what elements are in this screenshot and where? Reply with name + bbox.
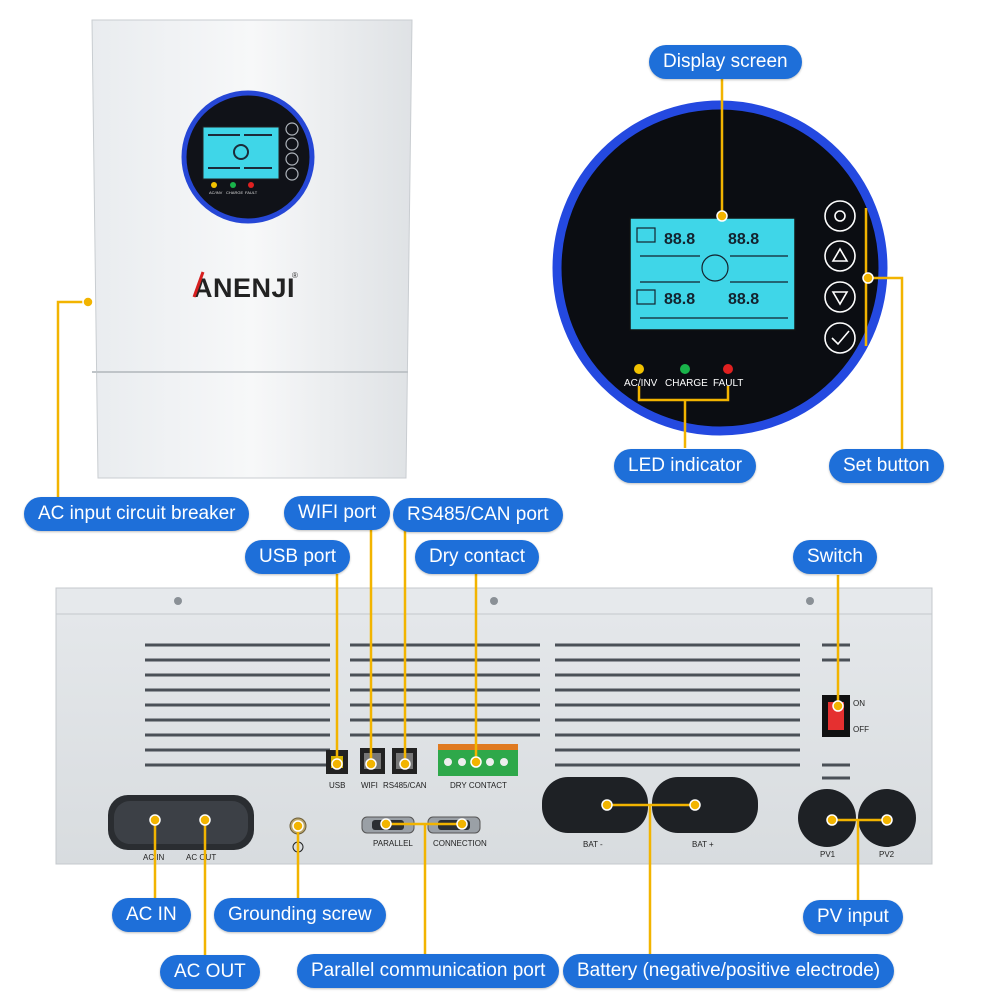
callout-set-button: Set button: [829, 449, 944, 483]
callout-pv-input: PV input: [803, 900, 903, 934]
label-ac-out: AC OUT: [186, 853, 216, 862]
label-bat-plus: BAT +: [692, 840, 714, 849]
svg-text:88.8: 88.8: [664, 291, 695, 308]
inverter-front: AC/INV CHARGE FAULT ANENJI ®: [91, 19, 413, 479]
callout-ac-out: AC OUT: [160, 955, 260, 989]
callout-grounding-screw: Grounding screw: [214, 898, 386, 932]
brand-registered-mark: ®: [292, 271, 298, 280]
label-bat-minus: BAT -: [583, 840, 603, 849]
callout-usb-port: USB port: [245, 540, 351, 574]
callout-display-screen: Display screen: [649, 45, 802, 79]
inverter-rear: USB WIFI RS485/CAN DRY CONTACT ON OFF AC…: [55, 587, 933, 865]
svg-text:88.8: 88.8: [728, 231, 759, 248]
led-label-fault: FAULT: [713, 378, 743, 389]
label-on: ON: [853, 699, 865, 708]
leader-dots: [82, 210, 893, 832]
callout-led-indicator: LED indicator: [614, 449, 757, 483]
callout-dry-contact: Dry contact: [415, 540, 540, 574]
front-led-fault: FAULT: [245, 190, 258, 195]
led-label-charge: CHARGE: [665, 378, 708, 389]
gear-icon: [824, 200, 856, 232]
callout-parallel-port: Parallel communication port: [297, 954, 560, 988]
brand-logo: ANENJI: [193, 273, 295, 303]
battery-positive-grommet: [652, 777, 758, 833]
display-closeup: 88.8 88.8 88.8 88.8: [551, 99, 889, 437]
led-label-ac-inv: AC/INV: [624, 378, 658, 389]
down-arrow-icon: [824, 281, 856, 313]
callout-battery: Battery (negative/positive electrode): [563, 954, 895, 988]
label-parallel: PARALLEL: [373, 839, 413, 848]
callout-ac-input-breaker: AC input circuit breaker: [24, 497, 250, 531]
svg-text:88.8: 88.8: [728, 291, 759, 308]
front-led-charge: CHARGE: [226, 190, 243, 195]
leader-lines: [56, 79, 904, 955]
lcd-screen: [629, 217, 796, 331]
svg-text:88.8: 88.8: [664, 231, 695, 248]
front-led-ac-inv: AC/INV: [209, 190, 223, 195]
led-fault: [723, 364, 733, 374]
check-icon: [824, 322, 856, 354]
callout-switch: Switch: [793, 540, 877, 574]
label-wifi: WIFI: [361, 781, 378, 790]
label-pv1: PV1: [820, 850, 836, 859]
label-rs485: RS485/CAN: [383, 781, 427, 790]
vent-grille: [145, 643, 850, 780]
label-connection: CONNECTION: [433, 839, 487, 848]
label-usb: USB: [329, 781, 345, 790]
up-arrow-icon: [824, 240, 856, 272]
label-dry-contact: DRY CONTACT: [450, 781, 507, 790]
led-charge: [680, 364, 690, 374]
led-ac-inv: [634, 364, 644, 374]
label-pv2: PV2: [879, 850, 895, 859]
set-buttons: [824, 200, 856, 354]
label-off: OFF: [853, 725, 869, 734]
callout-ac-in: AC IN: [112, 898, 191, 932]
callout-wifi-port: WIFI port: [284, 496, 391, 530]
battery-negative-grommet: [542, 777, 648, 833]
callout-rs485-port: RS485/CAN port: [393, 498, 563, 532]
